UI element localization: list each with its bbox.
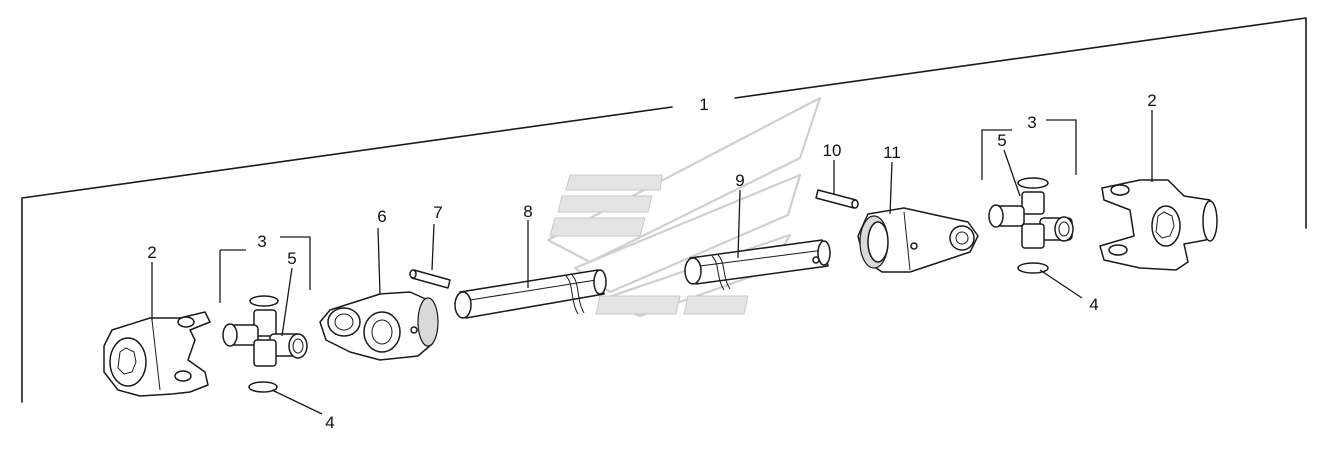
outer-yoke-right	[1099, 179, 1218, 271]
callout-cross-kit-left: 3	[257, 232, 266, 251]
callout-outer-tube: 8	[523, 202, 532, 221]
assembly-bracket	[21, 17, 1307, 403]
callout-cross-right: 5	[997, 131, 1006, 150]
callout-ring-right: 4	[1089, 295, 1098, 314]
inner-tube	[684, 239, 831, 291]
callout-labels: 1 2 3 5 4 6 7 8 9 10 11 3 5 4 2	[147, 91, 1156, 432]
outer-tube	[454, 269, 607, 319]
callout-cross-left: 5	[287, 249, 296, 268]
cross-kit-right	[981, 119, 1077, 274]
callout-outer-yoke-left: 2	[147, 243, 156, 262]
leader-lines	[151, 110, 1153, 415]
callout-pin-left: 7	[433, 203, 442, 222]
callout-cross-kit-right: 3	[1027, 113, 1036, 132]
callout-assembly: 1	[699, 95, 708, 114]
roll-pin-left	[409, 269, 451, 289]
outer-yoke-left	[103, 311, 211, 397]
callout-outer-yoke-right: 2	[1147, 91, 1156, 110]
callout-ring-left: 4	[325, 413, 334, 432]
callout-inner-yoke-right: 11	[883, 143, 901, 162]
inner-yoke-right	[857, 207, 979, 273]
callout-inner-tube: 9	[735, 171, 744, 190]
cross-kit-left	[219, 236, 311, 393]
callout-pin-right: 10	[823, 141, 842, 160]
inner-yoke-left	[319, 291, 439, 361]
callout-inner-yoke-left: 6	[377, 207, 386, 226]
roll-pin-right	[815, 189, 859, 209]
